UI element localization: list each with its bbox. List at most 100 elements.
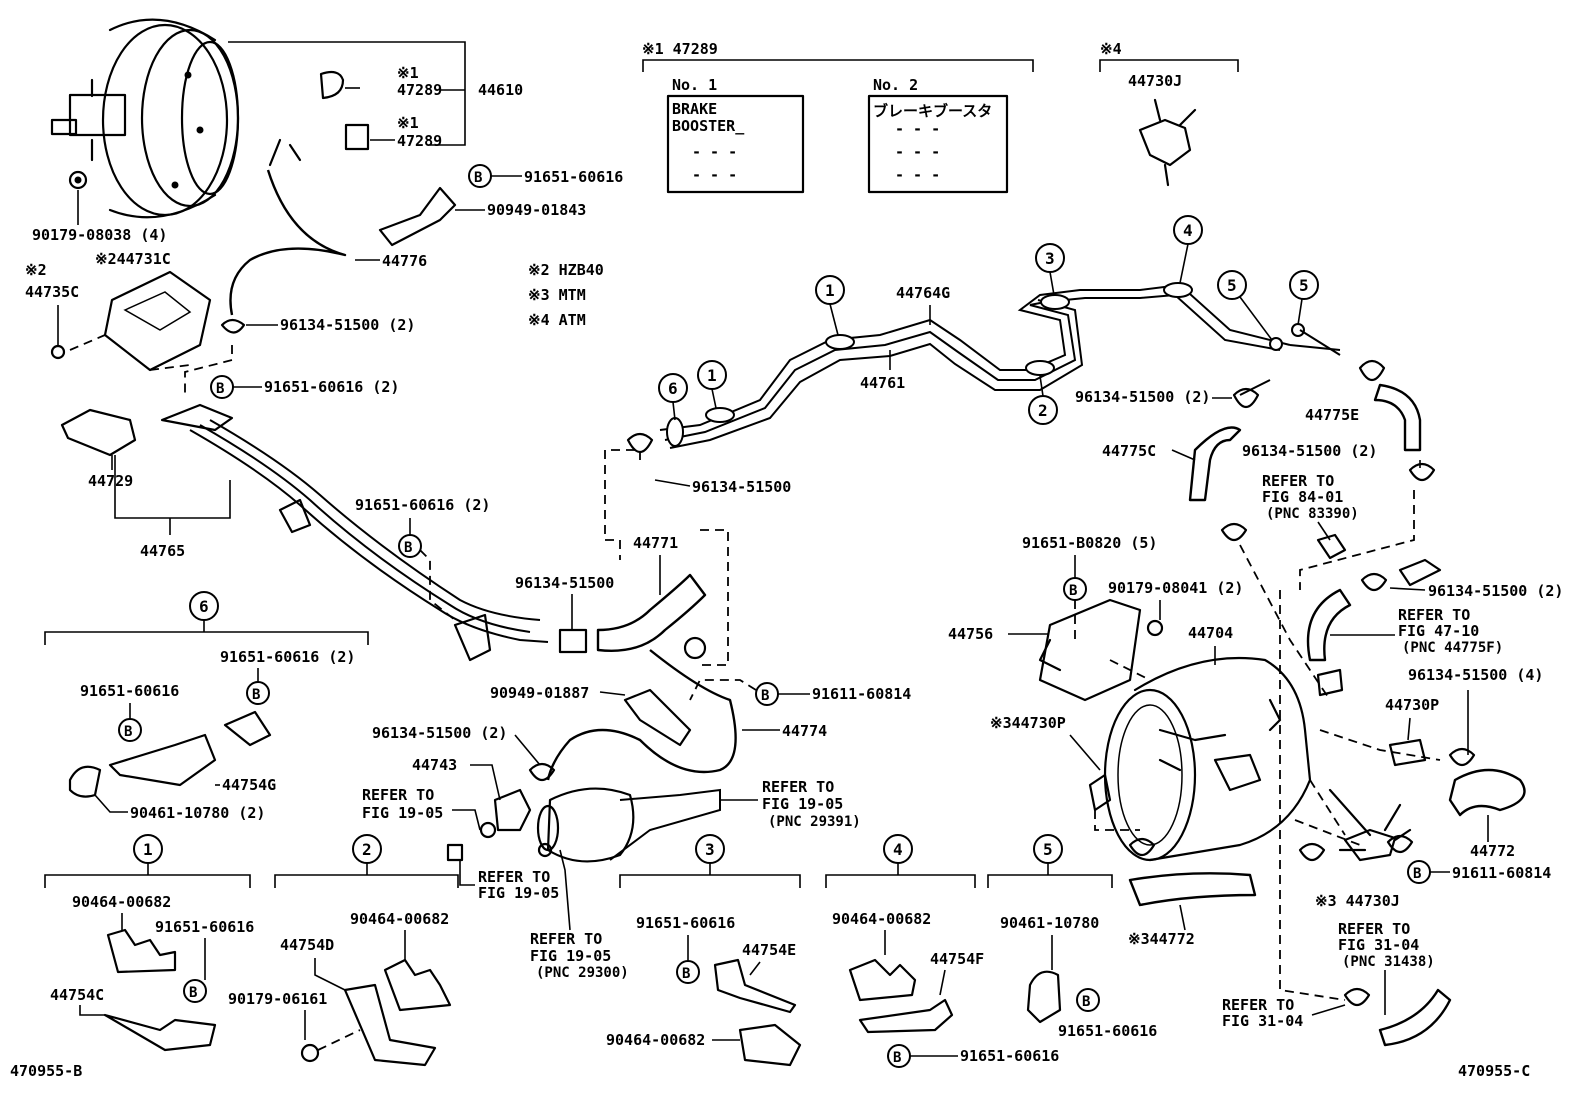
- part-47289-a: 47289: [397, 81, 442, 99]
- group1-part-a: 90464-00682: [72, 893, 171, 911]
- group1-part-b: 91651-60616: [155, 918, 254, 936]
- part-90949-01843: 90949-01843: [487, 201, 586, 219]
- part-344730P: ※344730P: [990, 714, 1066, 732]
- refer-1905-c-2: FIG 19-05: [762, 795, 843, 813]
- part-44610: 44610: [478, 81, 523, 99]
- refer-8401-2: FIG 84-01: [1262, 488, 1343, 506]
- bracket-90949-01843: [378, 186, 457, 247]
- part-91611-60814-b: 91611-60814: [1452, 864, 1551, 882]
- label-plate-1: [319, 70, 345, 100]
- refer-3104-a-1: REFER TO: [1338, 920, 1410, 938]
- group6-part-91651-60616-2: 91651-60616 (2): [220, 648, 355, 666]
- refer-4710-1: REFER TO: [1398, 606, 1470, 624]
- plate-no1-line2: BOOSTER_: [672, 117, 745, 135]
- part-90949-01887: 90949-01887: [490, 684, 589, 702]
- part-91651-60616-2: 91651-60616 (2): [264, 378, 399, 396]
- part-96134-51500-2: 96134-51500 (2): [280, 316, 415, 334]
- plate-no1: [666, 94, 805, 194]
- group3-part-b: 44754E: [742, 941, 796, 959]
- group2-number: 2: [362, 840, 372, 859]
- bolt-mark: B: [474, 170, 482, 186]
- plate-no2-text: ブレーキブースタ: [873, 102, 992, 120]
- part-44772: 44772: [1470, 842, 1515, 860]
- note4-part: 44730J: [1128, 72, 1182, 90]
- part-344772: ※344772: [1128, 930, 1195, 948]
- note2-mark: ※2: [25, 261, 47, 279]
- bolt-mark: B: [216, 381, 224, 397]
- group5-part-a: 90461-10780: [1000, 914, 1099, 932]
- group4-part-a: 90464-00682: [832, 910, 931, 928]
- plate-no2-dashes-3: - - -: [895, 166, 940, 184]
- refer-3104-b-2: FIG 31-04: [1222, 1012, 1303, 1030]
- clamp-group-5: 5 90461-10780 B 91651-60616: [987, 834, 1157, 1040]
- bolt-mark: B: [682, 966, 690, 982]
- part-44729: 44729: [88, 472, 133, 490]
- plate-no2-dashes-2: - - -: [895, 143, 940, 161]
- refer-4710-2: FIG 47-10: [1398, 622, 1479, 640]
- group2-part-a: 90464-00682: [350, 910, 449, 928]
- refer-1905-b-2: FIG 19-05: [478, 884, 559, 902]
- note4-panel: ※4 44730J: [1099, 40, 1239, 187]
- bolt-mark: B: [189, 985, 197, 1001]
- group3-part-c: 90464-00682: [606, 1031, 705, 1049]
- bracket-44756: [1038, 598, 1142, 702]
- bolt-mark: B: [124, 724, 132, 740]
- pos-mark-4: 4: [1183, 221, 1193, 240]
- group4-part-b: 44754F: [930, 950, 984, 968]
- part-96134-51500-2-right-b: 96134-51500 (2): [1242, 442, 1377, 460]
- part-44764G: 44764G: [896, 284, 950, 302]
- pos-mark-1b: 1: [707, 366, 717, 385]
- refer-3104-b-1: REFER TO: [1222, 996, 1294, 1014]
- part-44743: 44743: [412, 756, 457, 774]
- note1-mark-b: ※1: [397, 114, 419, 132]
- part-44756: 44756: [948, 625, 993, 643]
- pos-mark-1a: 1: [825, 281, 835, 300]
- part-91651-60616-booster: 91651-60616: [524, 168, 623, 186]
- part-96134-51500-4: 96134-51500 (4): [1408, 666, 1543, 684]
- clamp-group-3: 3 91651-60616 B 44754E 90464-00682: [606, 834, 802, 1067]
- group4-part-c: 91651-60616: [960, 1047, 1059, 1065]
- refer-1905-c-1: REFER TO: [762, 778, 834, 796]
- bolt-mark: B: [1069, 583, 1077, 599]
- part-44774: 44774: [782, 722, 827, 740]
- legend-note4: ※4 ATM: [528, 311, 586, 329]
- refer-1905-d-2: FIG 19-05: [530, 947, 611, 965]
- part-91611-60814: 91611-60814: [812, 685, 911, 703]
- pos-mark-5b: 5: [1299, 276, 1309, 295]
- spacer-44731C: [103, 270, 212, 372]
- pos-mark-3: 3: [1045, 249, 1055, 268]
- part-44765: 44765: [140, 542, 185, 560]
- group6-part-44754G: 44754G: [222, 776, 276, 794]
- pipe-bundle-44764G: [659, 282, 1341, 449]
- pos-mark-2: 2: [1038, 401, 1048, 420]
- legend-note3: ※3 MTM: [528, 286, 586, 304]
- group4-number: 4: [893, 840, 903, 859]
- plate-no1-line1: BRAKE: [672, 100, 717, 118]
- refer-1905-d-3: (PNC 29300): [536, 965, 629, 981]
- pos-mark-6: 6: [668, 379, 678, 398]
- bolt-mark: B: [404, 540, 412, 556]
- group5-part-b: 91651-60616: [1058, 1022, 1157, 1040]
- plate-no1-dashes: - - -: [692, 143, 737, 161]
- group2-part-c: 90179-06161: [228, 990, 327, 1008]
- part-91651-60616-2-mid: 91651-60616 (2): [355, 496, 490, 514]
- note1-no2-label: No. 2: [873, 76, 918, 94]
- plate-44729: [60, 408, 137, 457]
- refer-3104-a-2: FIG 31-04: [1338, 936, 1419, 954]
- group6-part-91651-60616: 91651-60616: [80, 682, 179, 700]
- refer-3104-a-3: (PNC 31438): [1342, 954, 1435, 970]
- refer-4710-3: (PNC 44775F): [1402, 640, 1503, 656]
- group5-number: 5: [1043, 840, 1053, 859]
- clamp-group-4: 4 90464-00682 44754F B 91651-60616: [825, 834, 1059, 1068]
- vacuum-pump: [546, 787, 635, 863]
- bolt-mark: B: [1413, 866, 1421, 882]
- part-44735C: 44735C: [25, 283, 79, 301]
- clamp-group-1: 1 90464-00682 91651-60616 B 44754C: [44, 834, 254, 1052]
- plate-no2-dashes: - - -: [895, 120, 940, 138]
- label-plate-2: [344, 123, 370, 151]
- vacuum-tank-44704: [1133, 656, 1312, 862]
- part-96134-51500-2-right: 96134-51500 (2): [1075, 388, 1210, 406]
- bolt-mark: B: [893, 1050, 901, 1066]
- part-44771: 44771: [633, 534, 678, 552]
